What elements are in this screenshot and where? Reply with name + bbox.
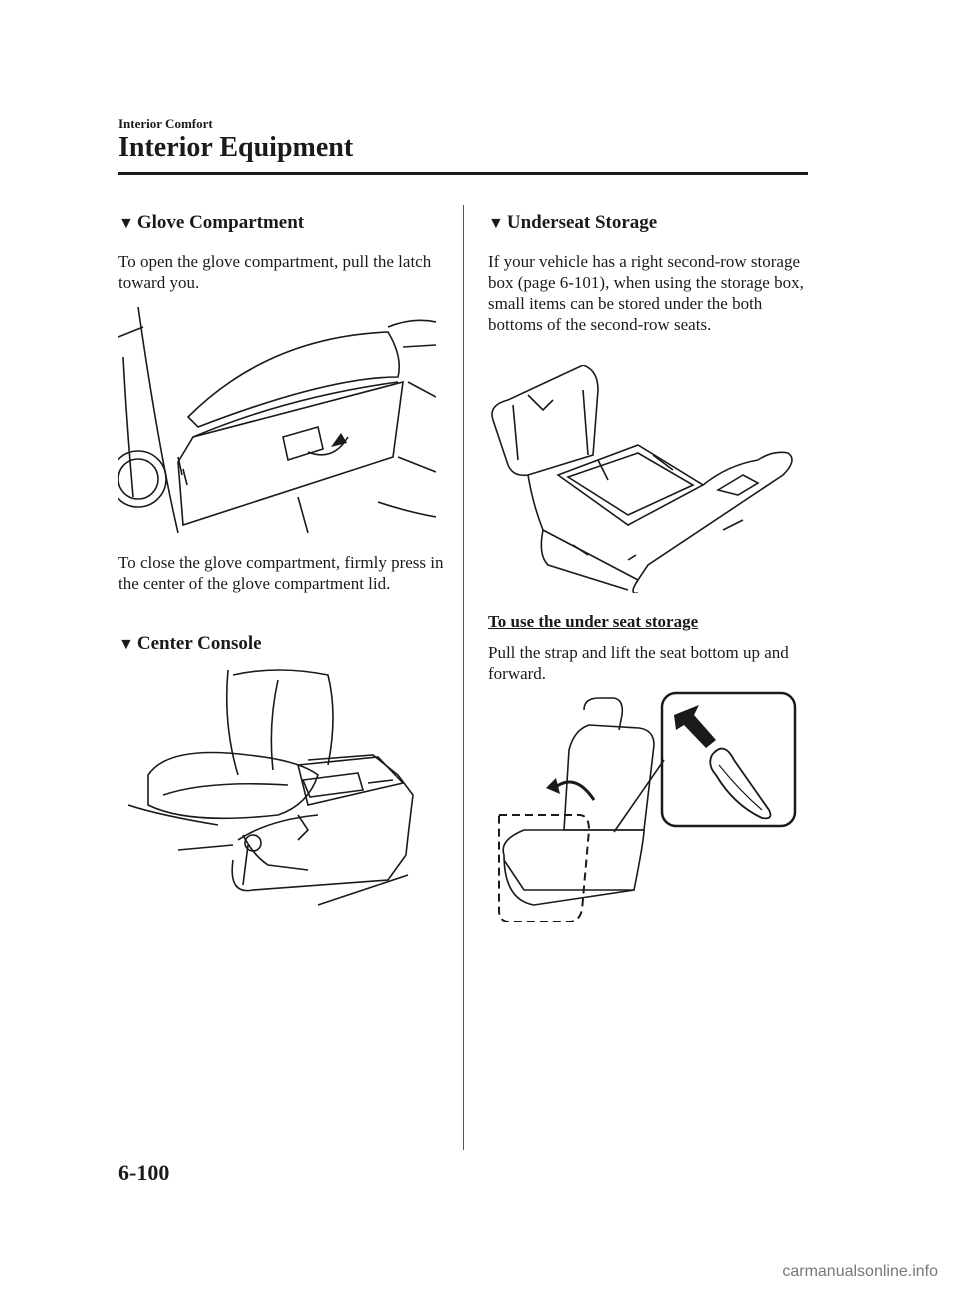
title-rule [118, 172, 808, 175]
glove-close-text: To close the glove compartment, firmly p… [118, 553, 444, 593]
center-console-heading: ▼Center Console [118, 633, 262, 655]
triangle-down-icon: ▼ [118, 215, 134, 232]
page-number: 6-100 [118, 1160, 170, 1185]
underseat-storage-illustration [491, 365, 793, 593]
underseat-storage-heading-text: Underseat Storage [506, 212, 658, 233]
section-label: Interior Comfort [118, 116, 213, 131]
page-title: Interior Equipment [118, 132, 354, 163]
seat-strap-illustration [498, 691, 797, 922]
under-seat-instruction-text: Pull the strap and lift the seat bottom … [488, 643, 789, 683]
glove-compartment-heading: ▼Glove Compartment [118, 212, 304, 234]
watermark-text: carmanualsonline.info [782, 1263, 938, 1280]
center-console-heading-text: Center Console [136, 633, 262, 654]
glove-compartment-heading-text: Glove Compartment [136, 212, 305, 233]
underseat-storage-heading: ▼Underseat Storage [488, 212, 657, 234]
center-console-illustration [128, 669, 414, 906]
underseat-intro-text: If your vehicle has a right second-row s… [488, 252, 804, 334]
glove-open-text: To open the glove compartment, pull the … [118, 252, 432, 292]
triangle-down-icon: ▼ [488, 215, 504, 232]
triangle-down-icon: ▼ [118, 636, 134, 653]
watermark: carmanualsonline.info [660, 1253, 960, 1293]
glove-compartment-illustration [118, 306, 436, 533]
column-divider [463, 205, 464, 1150]
under-seat-storage-subheading: To use the under seat storage [488, 612, 699, 631]
